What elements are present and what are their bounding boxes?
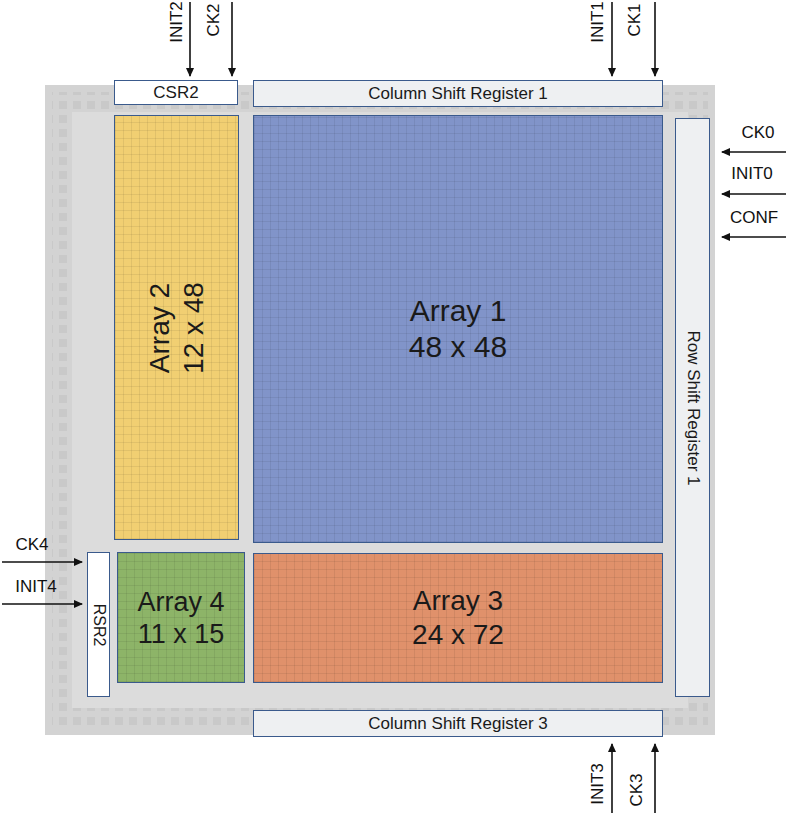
signal-name: CK2 xyxy=(205,3,224,36)
memory-array: Array 324 x 72 xyxy=(253,553,663,683)
label-group: CSR2 xyxy=(153,82,198,102)
label-group: Array 324 x 72 xyxy=(412,584,504,651)
signal-name: INIT0 xyxy=(731,165,773,184)
signal-name: INIT3 xyxy=(589,763,608,805)
block-name: Array 2 xyxy=(143,282,177,374)
block-name: Column Shift Register 1 xyxy=(368,83,548,103)
shift-register: Column Shift Register 1 xyxy=(253,80,663,107)
signal-name: INIT2 xyxy=(168,1,187,43)
label-group: Array 148 x 48 xyxy=(409,293,507,365)
block-size: 24 x 72 xyxy=(412,618,504,652)
block-size: 11 x 15 xyxy=(137,618,224,650)
shift-register: Row Shift Register 1 xyxy=(675,118,710,697)
label-group: RSR2 xyxy=(89,603,108,646)
block-name: Array 1 xyxy=(409,293,507,329)
label-group: Row Shift Register 1 xyxy=(682,330,702,485)
block-name: Array 4 xyxy=(137,585,224,617)
die-ground xyxy=(45,85,715,735)
shift-register: Column Shift Register 3 xyxy=(253,710,663,737)
signal-name: CONF xyxy=(730,209,778,228)
die-core xyxy=(72,112,688,708)
shift-register: RSR2 xyxy=(87,552,110,697)
memory-array: Array 411 x 15 xyxy=(117,552,245,683)
block-name: Row Shift Register 1 xyxy=(682,330,702,485)
shift-register: CSR2 xyxy=(114,80,238,105)
label-group: Array 212 x 48 xyxy=(143,282,210,374)
block-size: 12 x 48 xyxy=(177,282,211,374)
signal-name: INIT4 xyxy=(15,578,57,597)
pad-ring xyxy=(52,92,708,728)
block-size: 48 x 48 xyxy=(409,329,507,365)
signal-name: CK4 xyxy=(15,536,48,555)
block-name: CSR2 xyxy=(153,82,198,102)
block-name: Array 3 xyxy=(412,584,504,618)
label-group: Array 411 x 15 xyxy=(137,585,224,650)
signal-name: CK0 xyxy=(741,124,774,143)
label-group: Column Shift Register 3 xyxy=(368,713,548,733)
memory-array: Array 148 x 48 xyxy=(253,115,663,543)
signal-name: INIT1 xyxy=(589,1,608,43)
memory-array: Array 212 x 48 xyxy=(114,115,239,540)
block-name: Column Shift Register 3 xyxy=(368,713,548,733)
signal-name: CK3 xyxy=(628,773,647,806)
block-name: RSR2 xyxy=(89,603,108,646)
label-group: Column Shift Register 1 xyxy=(368,83,548,103)
signal-name: CK1 xyxy=(626,3,645,36)
